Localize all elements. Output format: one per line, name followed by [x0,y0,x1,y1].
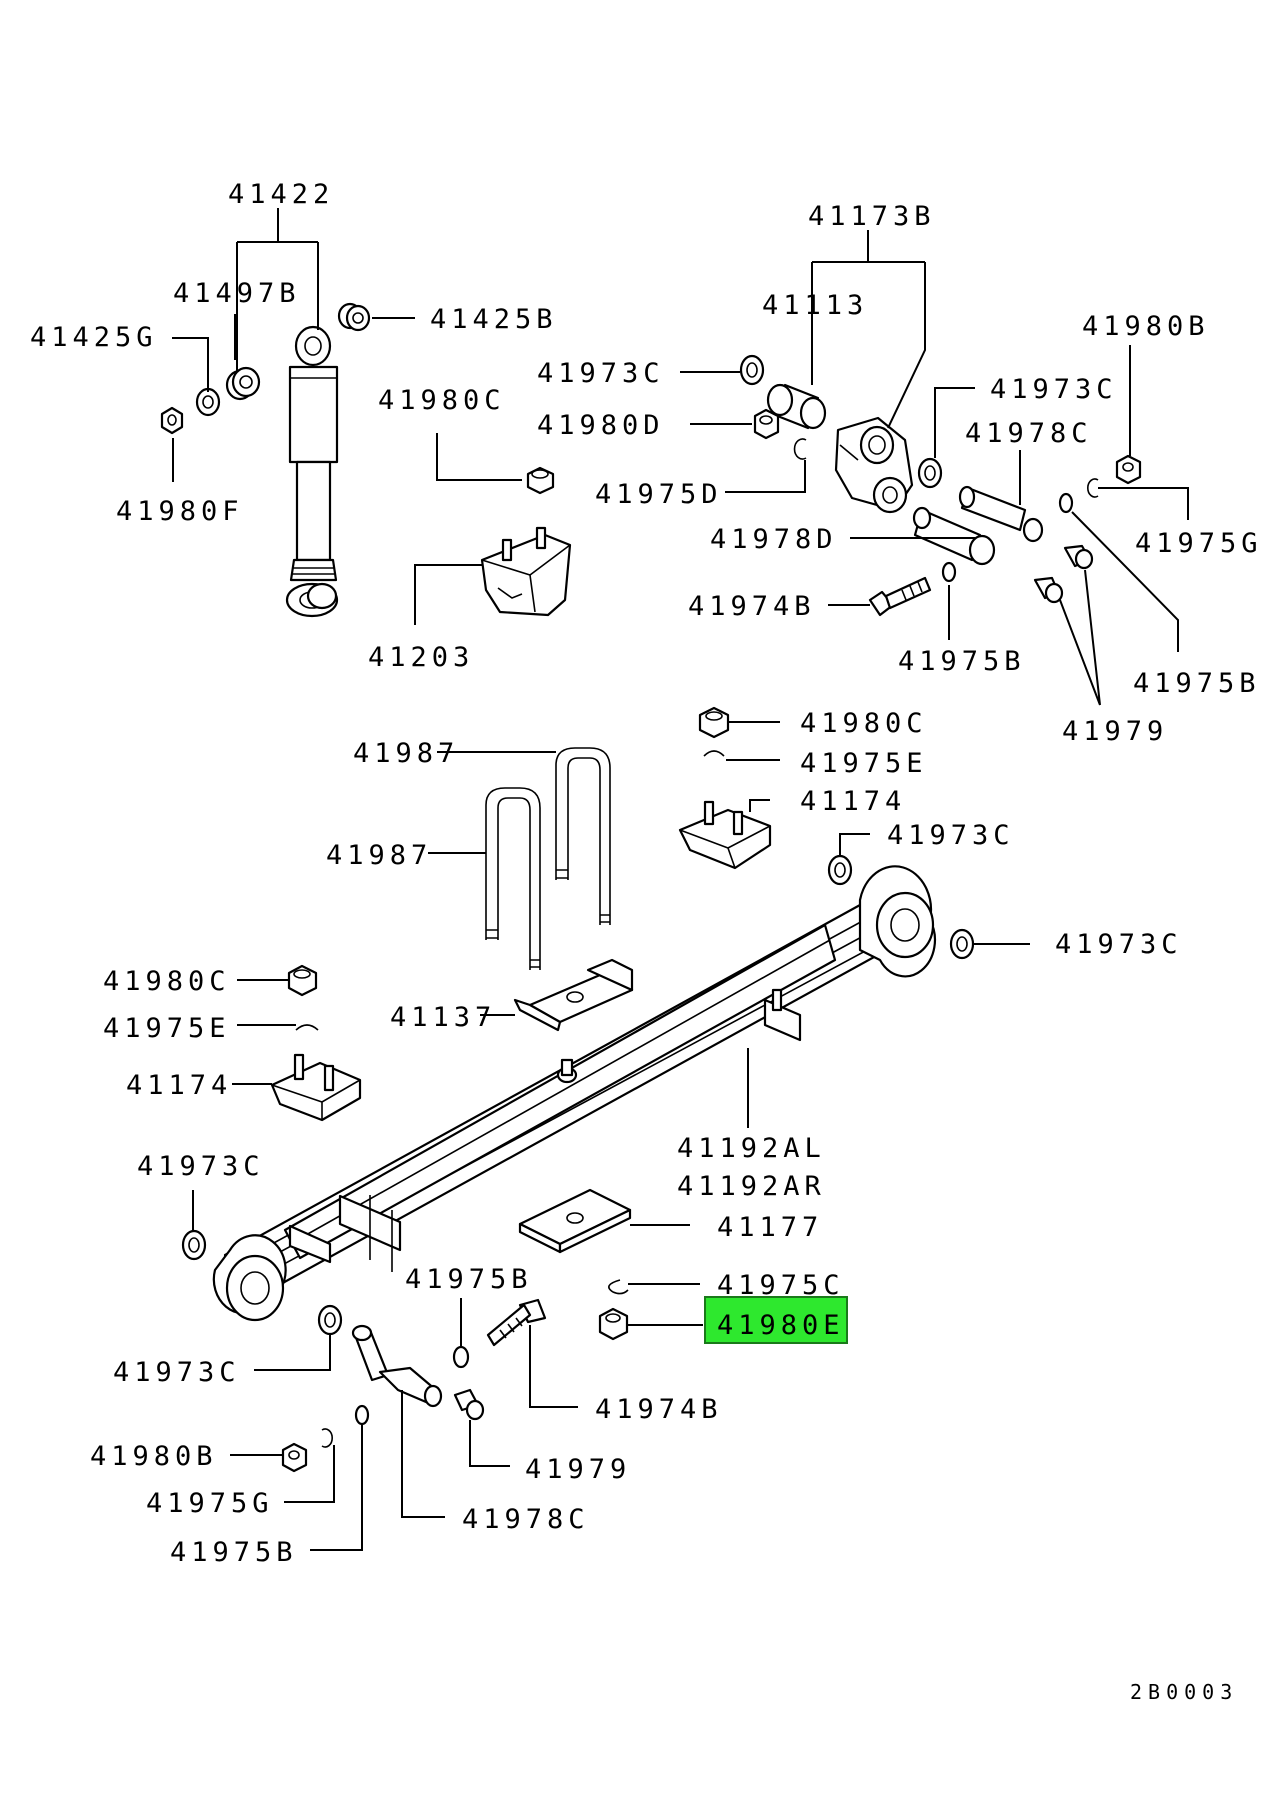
label-41980B-bot[interactable]: 41980B [90,1441,218,1472]
washer-41973C-d-drawing [949,928,975,960]
label-41980C-top[interactable]: 41980C [378,385,506,416]
snap-ring-41975C-drawing [608,1279,629,1295]
pin-41978C-top-drawing [958,485,1044,543]
label-41978C-bot[interactable]: 41978C [462,1504,590,1535]
nut-41980C-left-drawing [287,964,318,997]
label-41973C-f[interactable]: 41973C [113,1357,241,1388]
snap-ring-41975G-bot-drawing [321,1428,333,1448]
label-41980E[interactable]: 41980E [717,1310,845,1341]
nut-41980C-mid-drawing [698,706,730,739]
label-41192AL[interactable]: 41192AL [677,1133,826,1164]
label-41980C-left[interactable]: 41980C [103,966,231,997]
label-41203[interactable]: 41203 [368,642,474,673]
washer-41973C-f-drawing [317,1304,343,1336]
label-41975C[interactable]: 41975C [717,1270,845,1301]
bolt-41974B-top-drawing [868,576,932,617]
grease-nipple-41979-top-drawing [1033,544,1094,604]
label-41174-mid[interactable]: 41174 [800,786,906,817]
snap-ring-41975G-top-drawing [1087,478,1099,498]
washer-41975B-a-drawing [941,561,957,583]
label-41975E-left[interactable]: 41975E [103,1013,231,1044]
label-41973C-d[interactable]: 41973C [1055,929,1183,960]
label-41973C-c[interactable]: 41973C [887,820,1015,851]
nut-41980F-drawing [160,406,184,435]
washer-41973C-b-drawing [917,457,943,489]
label-41979-top[interactable]: 41979 [1062,716,1168,747]
label-41422[interactable]: 41422 [228,179,334,210]
washer-41975B-c-drawing [452,1345,470,1369]
leader-lines [172,208,1189,1551]
label-41980F[interactable]: 41980F [116,496,244,527]
label-41174-left[interactable]: 41174 [126,1070,232,1101]
bushing-41497B-drawing [225,366,261,401]
washer-41973C-e-drawing [181,1229,207,1261]
label-41975B-d[interactable]: 41975B [170,1537,298,1568]
nut-41980E-drawing [598,1307,629,1341]
u-bolt-41987-b-drawing [485,787,541,970]
washer-41975B-d-drawing [354,1404,370,1426]
pin-41978D-drawing [912,506,996,566]
label-41974B-top[interactable]: 41974B [688,591,816,622]
label-41137[interactable]: 41137 [390,1002,496,1033]
label-41173B[interactable]: 41173B [808,201,936,232]
grease-nipple-41979-bot-drawing [453,1388,485,1421]
label-41973C-b[interactable]: 41973C [990,374,1118,405]
pin-41978C-bot-drawing [351,1324,443,1408]
nut-41980B-bot-drawing [281,1442,308,1473]
label-41978D[interactable]: 41978D [710,524,838,555]
nut-41980B-top-drawing [1115,454,1142,485]
bushing-41425B-drawing [337,302,371,332]
label-41425G[interactable]: 41425G [30,322,158,353]
bump-stopper-41203-drawing [480,526,572,617]
label-41975B-b[interactable]: 41975B [1133,668,1261,699]
part-labels: 41422 41497B 41425G 41425B 41980F 41980C… [30,179,1263,1704]
label-41973C-e[interactable]: 41973C [137,1151,265,1182]
seat-41137-drawing [513,958,634,1032]
label-41974B-bot[interactable]: 41974B [595,1394,723,1425]
label-41975G-bot[interactable]: 41975G [146,1488,274,1519]
label-41987-b[interactable]: 41987 [326,840,432,871]
bolt-41974B-bot-drawing [486,1298,547,1347]
nut-41980D-drawing [753,408,780,440]
label-41975B-c[interactable]: 41975B [405,1264,533,1295]
label-41973C-a[interactable]: 41973C [537,358,665,389]
snap-ring-41975E-left-drawing [295,1024,319,1031]
label-41425B[interactable]: 41425B [430,304,558,335]
washer-41973C-c-drawing [827,854,853,886]
label-41975G-top[interactable]: 41975G [1135,528,1263,559]
bushing-41113-drawing [766,383,827,430]
pad-41174-left-drawing [270,1053,362,1122]
label-41177[interactable]: 41177 [717,1212,823,1243]
washer-41425G-drawing [195,387,221,417]
pad-41174-mid-drawing [678,800,772,870]
washer-41973C-a-drawing [739,354,765,386]
washer-41975B-b-drawing [1058,492,1074,514]
label-41979-bot[interactable]: 41979 [525,1454,631,1485]
shock-absorber-drawing [285,325,339,618]
label-41987-a[interactable]: 41987 [353,738,459,769]
nut-41980C-top-drawing [526,466,555,495]
label-41980C-mid[interactable]: 41980C [800,708,928,739]
shackle-41173B-drawing [834,416,914,514]
plate-41177-drawing [518,1188,632,1254]
highlight-box-41980E [704,1296,848,1344]
snap-ring-41975E-mid-drawing [703,750,725,757]
label-41975E-mid[interactable]: 41975E [800,748,928,779]
label-41192AR[interactable]: 41192AR [677,1171,826,1202]
leaf-spring-41192-drawing [212,865,937,1322]
label-41113[interactable]: 41113 [762,290,868,321]
label-41975D[interactable]: 41975D [595,479,723,510]
figure-code: 2B0003 [1130,1680,1238,1704]
snap-ring-41975D-drawing [793,438,807,460]
label-41980B-top[interactable]: 41980B [1082,311,1210,342]
label-41975B-a[interactable]: 41975B [898,646,1026,677]
u-bolt-41987-a-drawing [555,747,611,925]
label-41497B[interactable]: 41497B [173,278,301,309]
label-41978C-top[interactable]: 41978C [965,418,1093,449]
label-41980D[interactable]: 41980D [537,410,665,441]
